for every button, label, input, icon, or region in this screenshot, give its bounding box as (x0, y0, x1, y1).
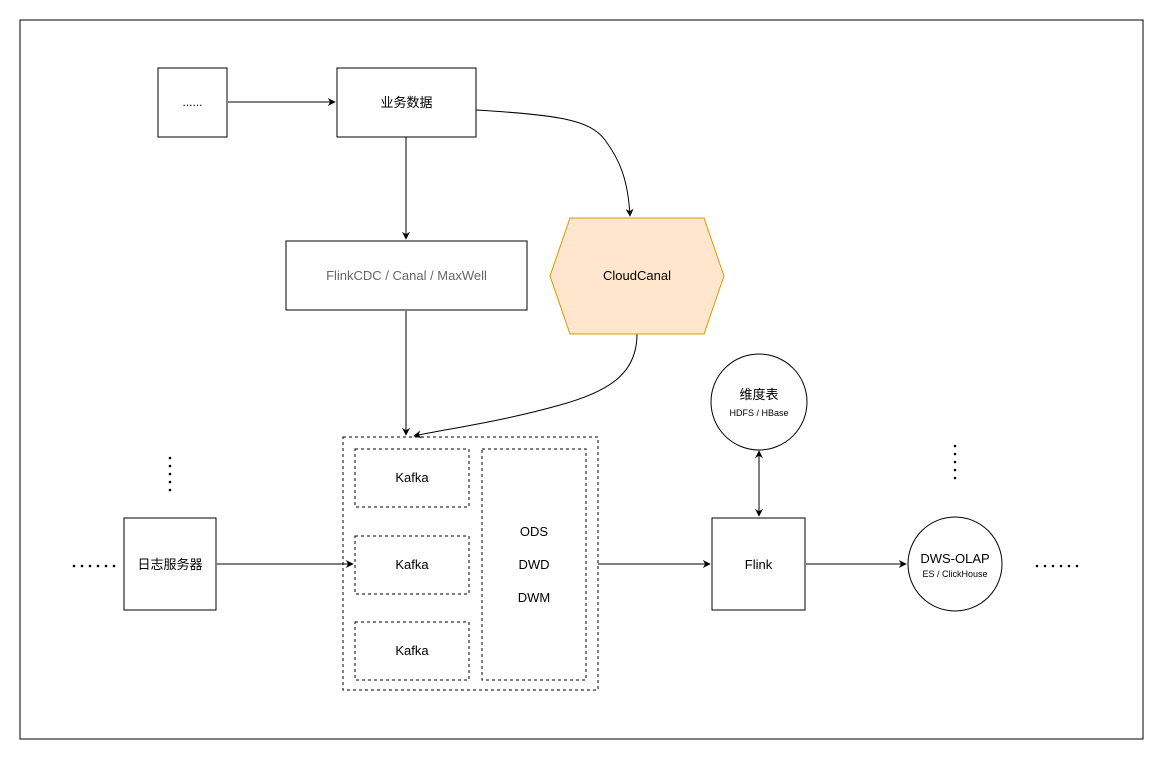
ellipsis-source-label: ...... (182, 95, 202, 109)
ellipsis-source-node[interactable]: ...... (157, 67, 228, 138)
kafka-node-1[interactable]: Kafka (354, 448, 470, 508)
layer-dwd-label: DWD (518, 557, 549, 572)
dws-olap-title: DWS-OLAP (920, 551, 989, 566)
kafka-node-3[interactable]: Kafka (354, 621, 470, 681)
cdc-tools-label: FlinkCDC / Canal / MaxWell (326, 268, 487, 283)
more-sinks-vertical-dots (953, 444, 957, 480)
flink-node[interactable]: Flink (711, 517, 806, 611)
kafka-node-2[interactable]: Kafka (354, 535, 470, 595)
cloudcanal-label: CloudCanal (603, 268, 671, 283)
cdc-tools-node[interactable]: FlinkCDC / Canal / MaxWell (285, 240, 528, 311)
log-server-label: 日志服务器 (137, 557, 202, 572)
edge-business-to-cloudcanal (475, 109, 634, 217)
flink-label: Flink (745, 557, 773, 572)
dimension-table-node[interactable]: 维度表 HDFS / HBase (710, 353, 808, 451)
warehouse-layers-node[interactable]: ODS DWD DWM (481, 448, 587, 681)
dimension-table-subtitle: HDFS / HBase (729, 408, 788, 418)
kafka-label-3: Kafka (395, 643, 429, 658)
business-data-label: 业务数据 (380, 95, 432, 110)
layer-dwm-label: DWM (518, 590, 551, 605)
kafka-label-2: Kafka (395, 557, 429, 572)
dimension-table-title: 维度表 (739, 387, 778, 402)
edge-cloudcanal-to-kafka (413, 333, 638, 439)
layer-ods-label: ODS (520, 524, 549, 539)
kafka-label-1: Kafka (395, 470, 429, 485)
warehouse-group (342, 436, 599, 691)
log-server-node[interactable]: 日志服务器 (123, 517, 217, 611)
business-data-node[interactable]: 业务数据 (336, 67, 477, 138)
more-sinks-horizontal-dots (1035, 564, 1079, 568)
cloudcanal-node[interactable]: CloudCanal (549, 217, 725, 335)
dws-olap-subtitle: ES / ClickHouse (922, 569, 987, 579)
more-sources-horizontal-dots (72, 564, 116, 568)
dws-olap-node[interactable]: DWS-OLAP ES / ClickHouse (907, 516, 1003, 612)
more-sources-vertical-dots (168, 456, 172, 492)
